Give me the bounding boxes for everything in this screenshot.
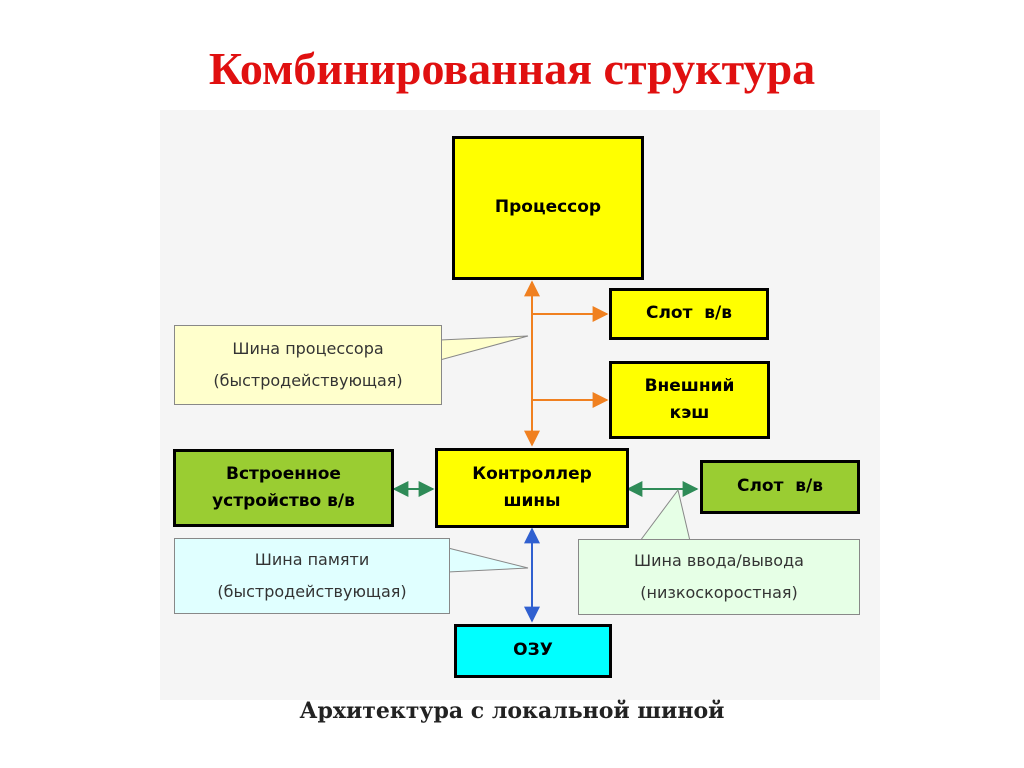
embedded-io-box: Встроенное устройство в/в <box>173 449 394 527</box>
mem-callout-pointer <box>447 547 529 573</box>
slot-right-label: Слот в/в <box>736 476 824 497</box>
mem-bus-callout: Шина памяти (быстродействующая) <box>174 538 450 614</box>
bus-controller-label: Контроллер шины <box>472 463 592 511</box>
slot-top-label: Слот в/в <box>645 303 733 324</box>
cpu-bus-callout-text: Шина процессора (быстродействующая) <box>213 339 403 390</box>
diagram-caption: Архитектура с локальной шиной <box>299 698 725 724</box>
slot-right-box: Слот в/в <box>700 460 860 514</box>
io-bus-callout-text: Шина ввода/вывода (низкоскоростная) <box>634 551 804 602</box>
embedded-io-label: Встроенное устройство в/в <box>212 463 355 511</box>
cpu-callout-pointer <box>439 335 529 361</box>
ext-cache-box: Внешний кэш <box>609 361 770 439</box>
ext-cache-label: Внешний кэш <box>644 375 735 423</box>
processor-label: Процессор <box>494 197 602 218</box>
slide-title: Комбинированная структура <box>208 43 816 94</box>
bus-controller-box: Контроллер шины <box>435 448 629 528</box>
ram-label: ОЗУ <box>513 640 553 661</box>
cpu-bus-callout: Шина процессора (быстродействующая) <box>174 325 442 405</box>
mem-bus-callout-text: Шина памяти (быстродействующая) <box>217 550 407 601</box>
io-bus-callout: Шина ввода/вывода (низкоскоростная) <box>578 539 860 615</box>
processor-box: Процессор <box>452 136 644 280</box>
slot-top-box: Слот в/в <box>609 288 769 340</box>
ram-box: ОЗУ <box>454 624 612 678</box>
io-callout-pointer <box>639 488 691 542</box>
